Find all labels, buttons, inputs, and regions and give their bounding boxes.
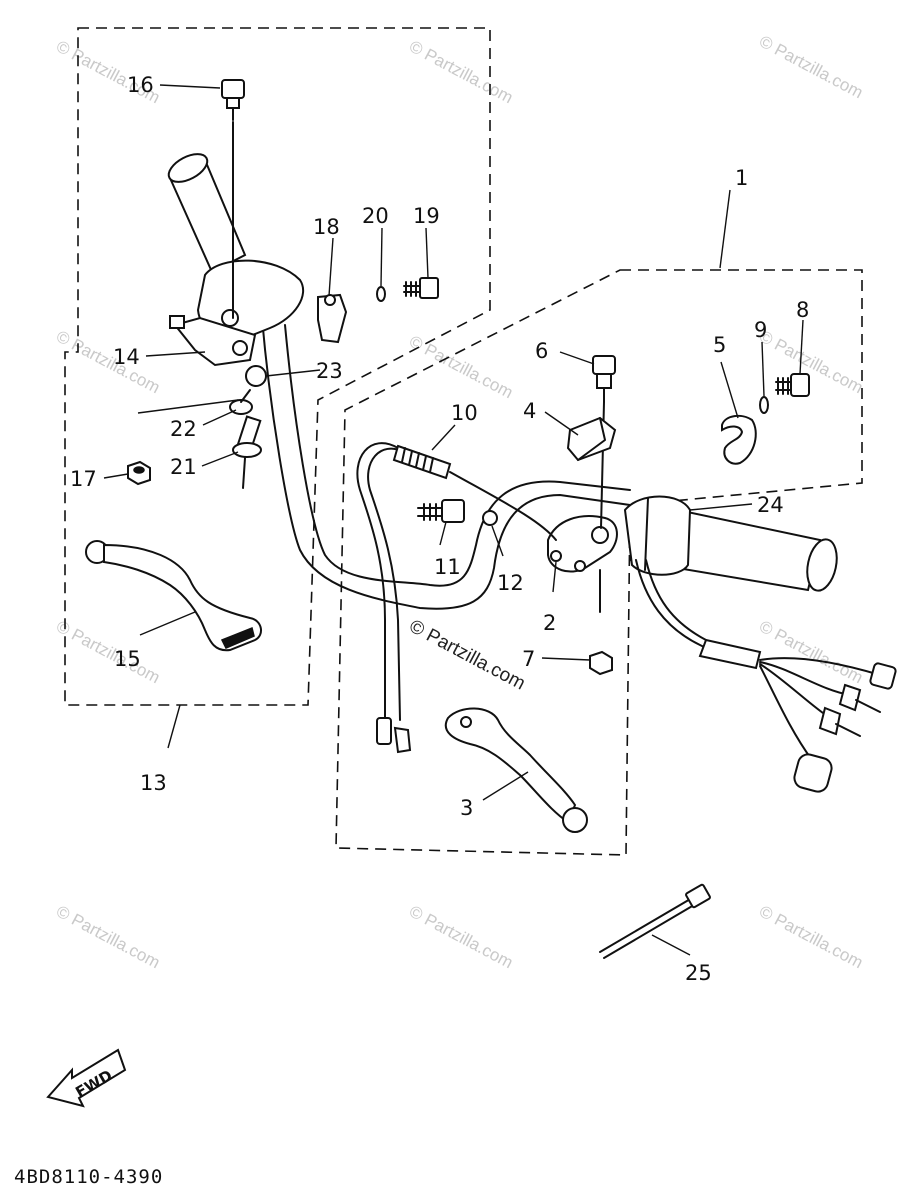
right-lever-assembly-boundary — [335, 269, 863, 856]
callout-1: 1 — [735, 166, 748, 190]
left-lever-assembly-boundary — [64, 27, 491, 706]
holder-bolt-hole — [232, 340, 248, 356]
callout-23: 23 — [316, 359, 343, 383]
cable-tie-25 — [599, 883, 711, 959]
washer-9 — [759, 396, 769, 414]
clamp-18 — [317, 293, 348, 344]
bolt-16 — [221, 79, 245, 319]
switch-wiring — [635, 559, 897, 793]
watermark: © Partzilla.com — [406, 37, 516, 108]
callout-19: 19 — [413, 204, 440, 228]
handlebar — [261, 317, 631, 610]
adjuster-21 — [232, 415, 262, 489]
clamp-5 — [721, 414, 757, 465]
left-grip-end — [167, 153, 209, 183]
callout-8: 8 — [796, 298, 809, 322]
callout-11: 11 — [434, 555, 461, 579]
callout-4: 4 — [523, 399, 536, 423]
callout-3: 3 — [460, 796, 473, 820]
watermark: © Partzilla.com — [406, 902, 516, 973]
washer-20 — [376, 286, 386, 302]
watermark: © Partzilla.com — [756, 32, 866, 103]
callout-21: 21 — [170, 455, 197, 479]
right-lever-3 — [444, 707, 588, 833]
left-lever-15 — [85, 540, 262, 652]
callout-18: 18 — [313, 215, 340, 239]
throttle-grip-24 — [623, 495, 838, 592]
diagram-code: 4BD8110-4390 — [14, 1166, 163, 1188]
screw-19 — [403, 277, 439, 299]
callout-13: 13 — [140, 771, 167, 795]
watermark: © Partzilla.com — [53, 617, 163, 688]
callout-10: 10 — [451, 401, 478, 425]
callouts: 1 2 3 4 5 6 7 8 9 10 11 12 13 14 15 16 1… — [70, 73, 809, 985]
callout-16: 16 — [127, 73, 154, 97]
watermark: © Partzilla.com — [53, 902, 163, 973]
watermark: © Partzilla.com — [756, 902, 866, 973]
watermark: © Partzilla.com — [756, 617, 866, 688]
leader-lines — [103, 84, 804, 956]
callout-9: 9 — [754, 318, 767, 342]
screw-11 — [417, 499, 465, 523]
callout-25: 25 — [685, 961, 712, 985]
nut-17 — [127, 460, 151, 486]
callout-14: 14 — [113, 345, 140, 369]
lever-holder-2 — [547, 515, 618, 573]
callout-20: 20 — [362, 204, 389, 228]
holder-tab — [169, 315, 185, 329]
callout-15: 15 — [114, 647, 141, 671]
callout-6: 6 — [535, 339, 548, 363]
knob-23 — [245, 365, 267, 387]
callout-12: 12 — [497, 571, 524, 595]
nut-7 — [589, 569, 613, 676]
callout-7: 7 — [522, 647, 535, 671]
cable-link — [240, 389, 251, 403]
callout-17: 17 — [70, 467, 97, 491]
forward-direction-arrow: FWD — [46, 1048, 127, 1108]
switch-cable-10 — [356, 442, 557, 754]
watermark: © Partzilla.com — [756, 327, 866, 398]
callout-22: 22 — [170, 417, 197, 441]
callout-24: 24 — [757, 493, 784, 517]
watermark: © Partzilla.com — [53, 327, 163, 398]
callout-5: 5 — [713, 333, 726, 357]
callout-2: 2 — [543, 611, 556, 635]
washer-12 — [482, 510, 498, 526]
switch-4 — [566, 416, 617, 462]
watermark: © Partzilla.com — [406, 332, 516, 403]
screw-8 — [775, 373, 810, 397]
handlebar — [284, 324, 631, 587]
holder-bolt-hole — [221, 309, 239, 327]
watermark-center: © Partzilla.com — [406, 616, 529, 695]
